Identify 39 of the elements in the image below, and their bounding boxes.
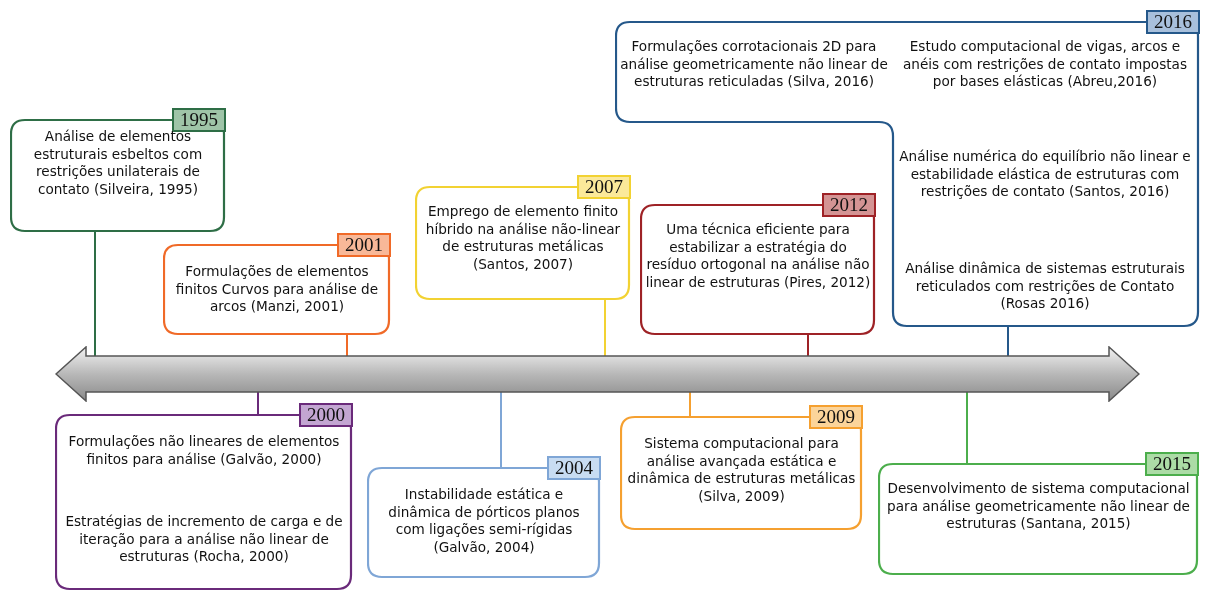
timeline-card [640,193,876,336]
connector-line [346,334,348,357]
event-description: Análise dinâmica de sistemas estruturais reticulados com restrições de Contato (Rosas 2016) [904,260,1186,313]
year-tag: 2015 [1145,452,1199,476]
connector-line [807,334,809,357]
connector-line [500,391,502,469]
timeline-card [415,175,631,301]
year-tag: 2000 [299,403,353,427]
timeline-arrow [55,346,1140,402]
event-description: Emprego de elemento finito híbrido na análise não-linear de estruturas metálicas (Santos, 2007) [424,203,622,273]
event-description: Formulações de elementos finitos Curvos para análise de arcos (Manzi, 2001) [174,263,380,316]
timeline-card [878,452,1199,576]
year-tag: 2004 [547,456,601,480]
connector-line [1007,326,1009,357]
event-description: Uma técnica eficiente para estabilizar a estratégia do resíduo ortogonal na análise não linear de estruturas (Pires, 2012) [644,221,872,291]
event-description: Formulações corrotacionais 2D para análise geometricamente não linear de estruturas reticuladas (Silva, 2016) [619,38,889,91]
timeline-card [163,233,391,336]
event-description: Formulações não lineares de elementos finitos para análise (Galvão, 2000) [67,433,341,468]
year-tag: 2009 [809,405,863,429]
timeline-card [10,108,226,233]
event-description: Instabilidade estática e dinâmica de pórticos planos com ligações semi-rígidas (Galvão, 2004) [387,486,581,556]
year-tag: 2012 [822,193,876,217]
connector-line [257,391,259,416]
event-description: Estudo computacional de vigas, arcos e anéis com restrições de contato impostas por bases elásticas (Abreu,2016) [902,38,1188,91]
timeline-card [367,456,601,579]
year-tag: 1995 [172,108,226,132]
event-description: Desenvolvimento de sistema computacional para análise geometricamente não linear de estruturas (Santana, 2015) [886,480,1191,533]
event-description: Sistema computacional para análise avançada estática e dinâmica de estruturas metálicas (Silva, 2009) [626,435,857,505]
connector-line [604,299,606,357]
timeline-card [55,403,353,591]
connector-line [94,231,96,357]
timeline-card [620,405,863,531]
year-tag: 2007 [577,175,631,199]
connector-line [689,391,691,418]
year-tag: 2016 [1146,10,1200,34]
year-tag: 2001 [337,233,391,257]
connector-line [966,391,968,465]
event-description: Estratégias de incremento de carga e de iteração para a análise não linear de estruturas (Rocha, 2000) [64,513,344,566]
event-description: Análise numérica do equilíbrio não linear e estabilidade elástica de estruturas com restrições de contato (Santos, 2016) [898,148,1192,201]
